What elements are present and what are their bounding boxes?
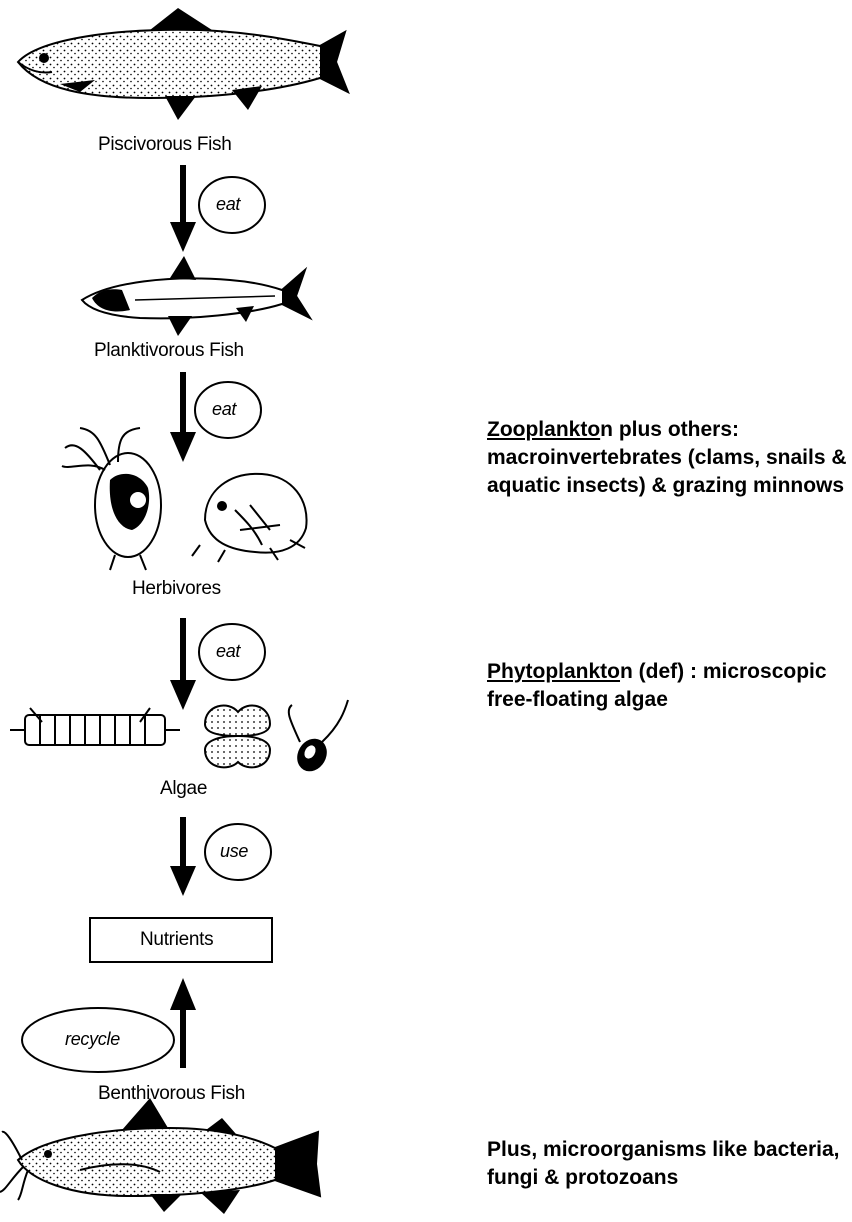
recycle-label: recycle xyxy=(65,1029,120,1050)
planktivorous-fish-illustration xyxy=(82,256,310,336)
piscivorous-fish-illustration xyxy=(18,8,348,120)
microorganisms-note: Plus, microorganisms like bacteria, fung… xyxy=(487,1136,852,1192)
planktivorous-fish-label: Planktivorous Fish xyxy=(94,340,244,362)
herbivores-label: Herbivores xyxy=(132,578,221,600)
eat-label-2: eat xyxy=(212,399,236,420)
eat-label-3: eat xyxy=(216,641,240,662)
arrow-use xyxy=(170,817,196,896)
arrow-eat-3 xyxy=(170,618,196,710)
benthivorous-fish-label: Benthivorous Fish xyxy=(98,1083,245,1105)
arrow-recycle xyxy=(170,978,196,1068)
algae-illustration xyxy=(10,700,348,777)
eat-label-1: eat xyxy=(216,194,240,215)
arrow-eat-2 xyxy=(170,372,196,462)
piscivorous-fish-label: Piscivorous Fish xyxy=(98,134,232,156)
phytoplankton-note: Phytoplankton (def) : microscopic free-f… xyxy=(487,658,852,714)
benthivorous-fish-illustration xyxy=(0,1098,320,1214)
arrow-eat-1 xyxy=(170,165,196,252)
zooplankton-term: Zooplankto xyxy=(487,418,600,441)
nutrients-label: Nutrients xyxy=(140,929,213,951)
zooplankton-note: Zooplankton plus others: macroinvertebra… xyxy=(487,416,852,500)
algae-label: Algae xyxy=(160,778,207,800)
phytoplankton-term: Phytoplankto xyxy=(487,660,620,683)
use-label: use xyxy=(220,841,248,862)
